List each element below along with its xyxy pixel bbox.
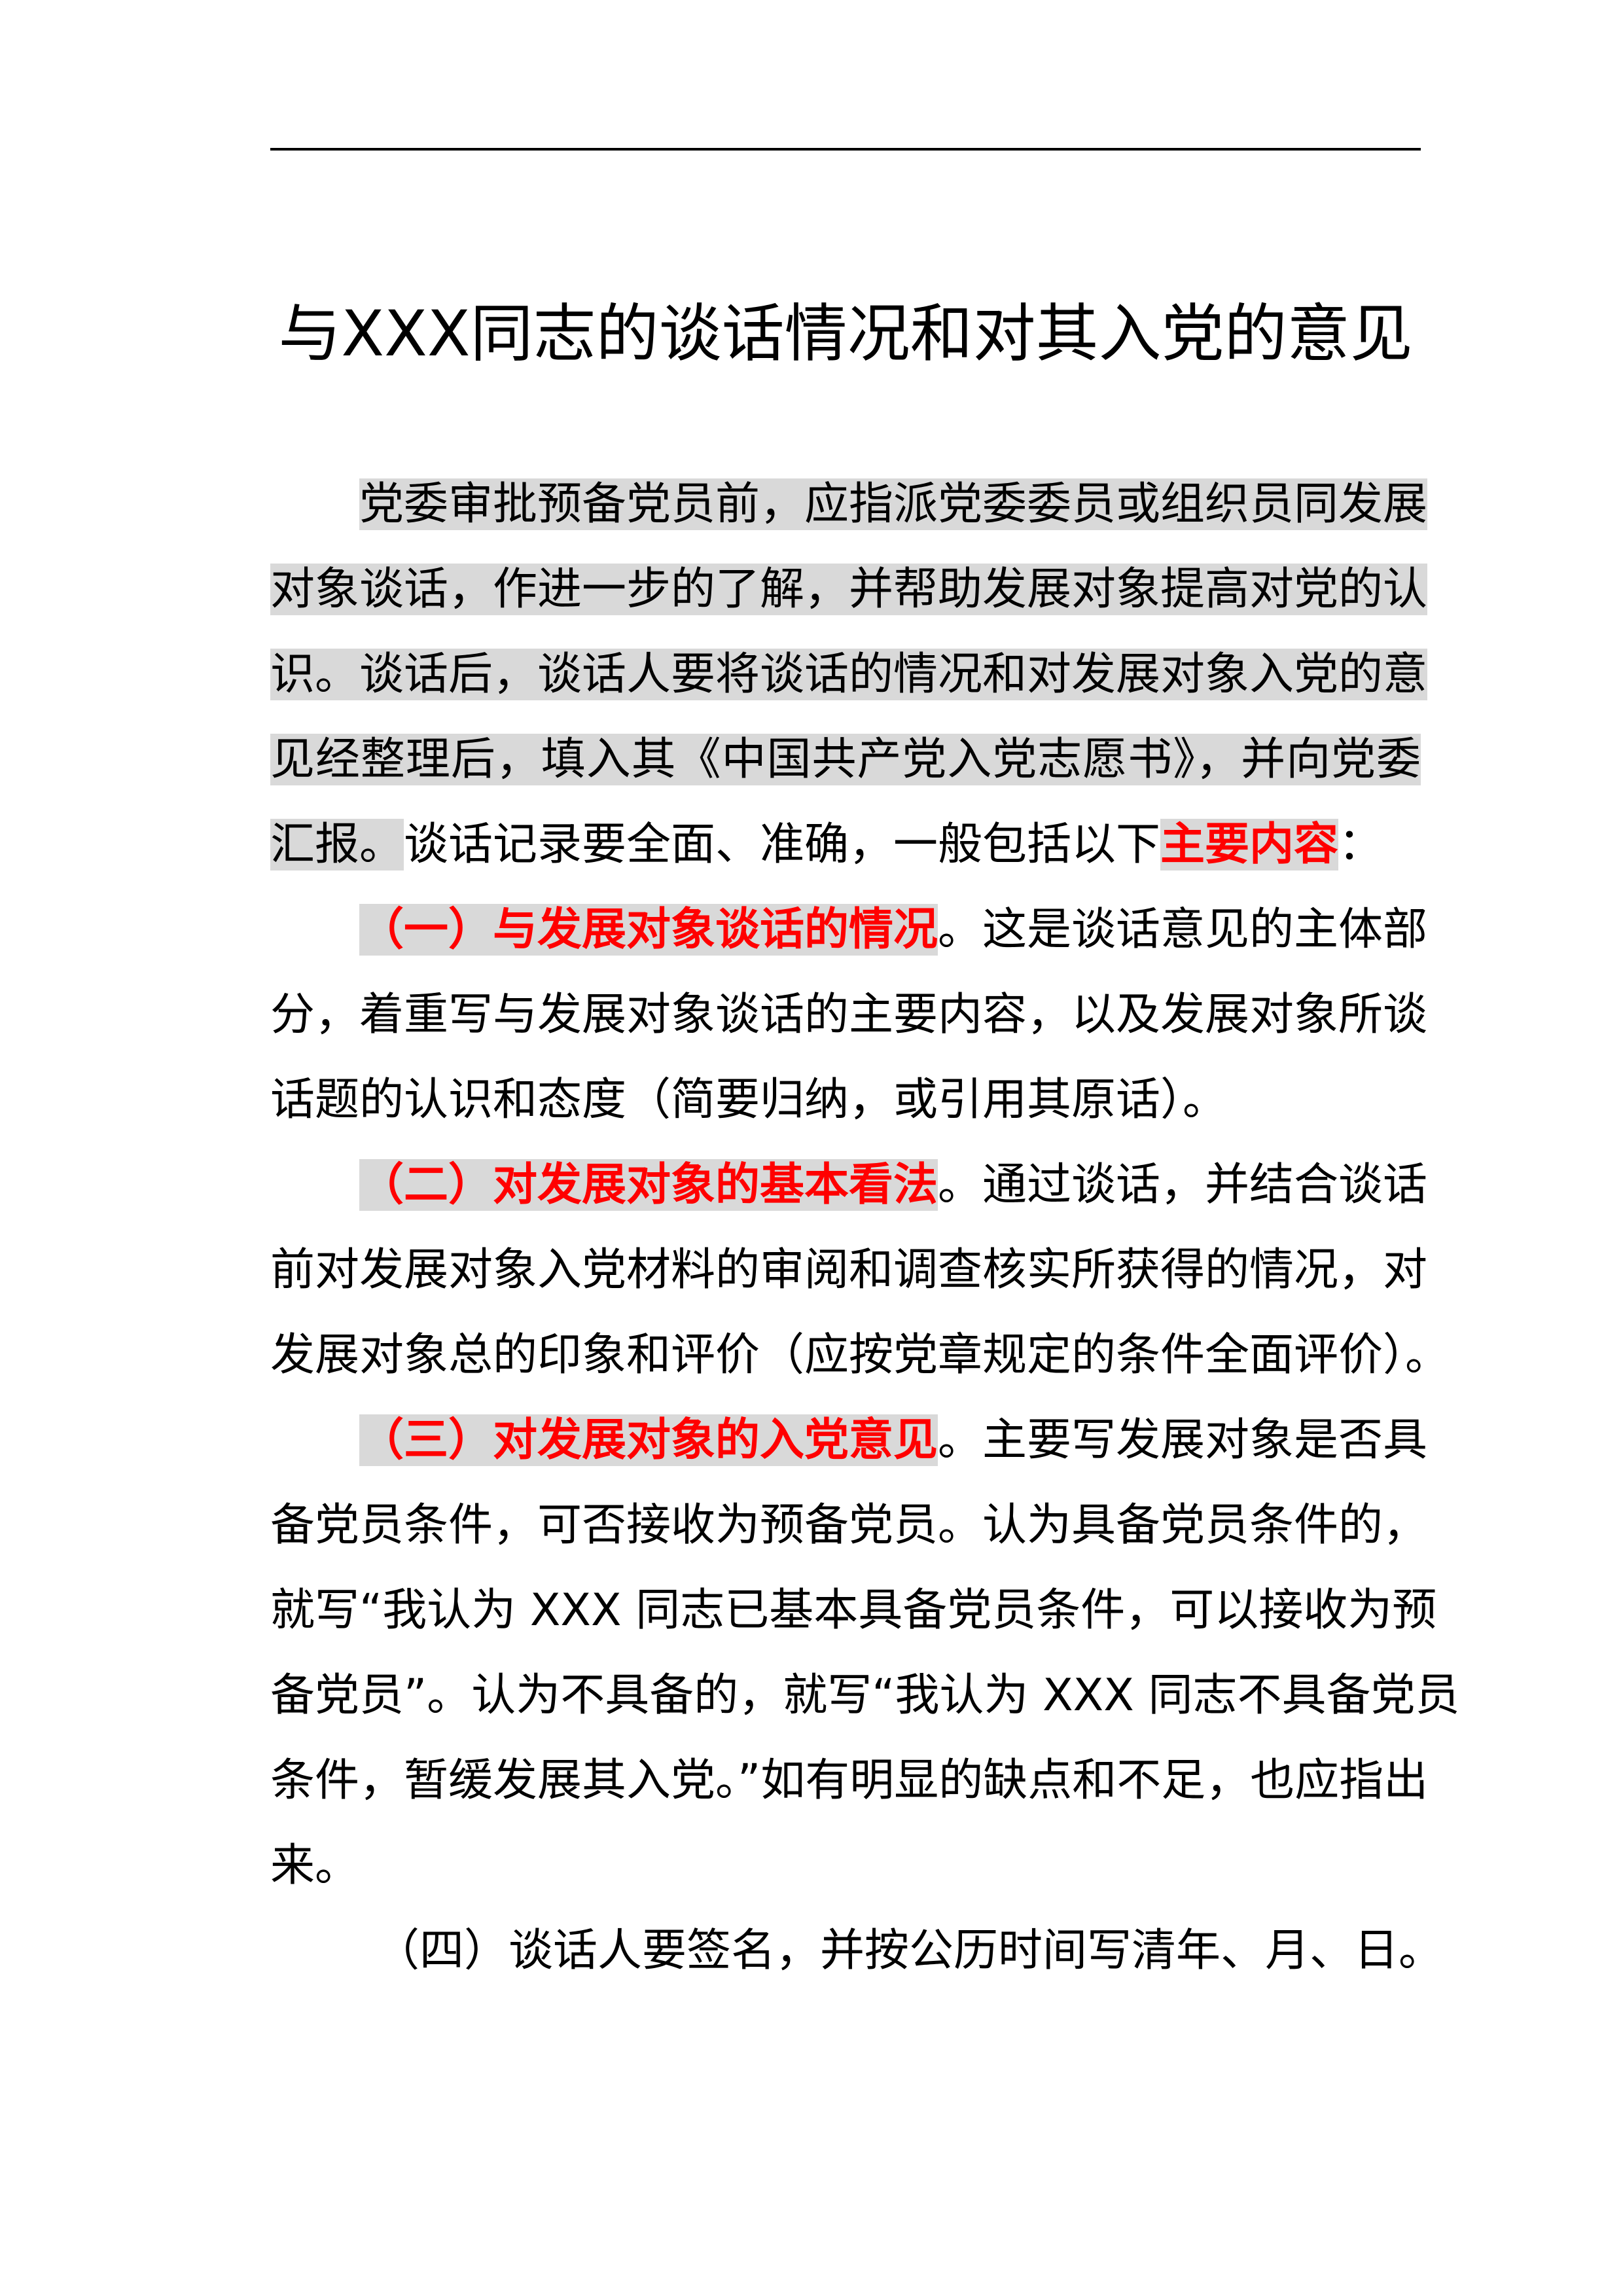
- text-line: 见经整理后，填入其《中国共产党入党志愿书》，并向党委: [270, 717, 1421, 802]
- text-line: 分，着重写与发展对象谈话的主要内容，以及发展对象所谈: [270, 973, 1427, 1058]
- text-line: 来。: [270, 1823, 1421, 1909]
- body-text: 。通过谈话，并结合谈话: [938, 1159, 1428, 1211]
- emphasized-heading: 主要内容: [1160, 819, 1339, 870]
- text-line: 发展对象总的印象和评价（应按党章规定的条件全面评价）。: [270, 1313, 1450, 1398]
- emphasized-heading: （三）对发展对象的入党意见: [359, 1414, 938, 1466]
- text-line: 备党员条件，可否接收为预备党员。认为具备党员条件的，: [270, 1483, 1427, 1568]
- body-text: 就写“我认为 XXX 同志已基本具备党员条件，可以接收为预: [270, 1585, 1437, 1636]
- body-text: 备党员条件，可否接收为预备党员。认为具备党员条件的，: [270, 1499, 1428, 1551]
- text-line: 话题的认识和态度（简要归纳，或引用其原话）。: [270, 1058, 1421, 1143]
- body-text: 前对发展对象入党材料的审阅和调查核实所获得的情况，对: [270, 1244, 1428, 1296]
- highlighted-text: 党委审批预备党员前，应指派党委委员或组织员同发展: [359, 478, 1428, 530]
- text-line: （四）谈话人要签名，并按公历时间写清年、月、日。: [270, 1909, 1443, 1994]
- body-text: 分，着重写与发展对象谈话的主要内容，以及发展对象所谈: [270, 989, 1428, 1041]
- body-text: ：: [1338, 819, 1383, 870]
- text-line: 党委审批预备党员前，应指派党委委员或组织员同发展: [270, 462, 1428, 547]
- highlighted-text: 汇报。: [270, 819, 404, 870]
- text-line: 汇报。谈话记录要全面、准确，一般包括以下主要内容：: [270, 802, 1421, 888]
- highlighted-text: 识。谈话后，谈话人要将谈话的情况和对发展对象入党的意: [270, 649, 1428, 700]
- header-rule: [270, 148, 1421, 151]
- text-line: 备党员”。认为不具备的，就写“我认为 XXX 同志不具备党员: [270, 1653, 1459, 1738]
- highlighted-text: 对象谈话，作进一步的了解，并帮助发展对象提高对党的认: [270, 564, 1428, 615]
- text-line: 前对发展对象入党材料的审阅和调查核实所获得的情况，对: [270, 1228, 1427, 1313]
- body-text: 。主要写发展对象是否具: [938, 1414, 1428, 1466]
- body-text: 谈话记录要全面、准确，一般包括以下: [404, 819, 1161, 870]
- text-line: 条件，暂缓发展其入党。”如有明显的缺点和不足，也应指出: [270, 1738, 1428, 1823]
- text-line: 就写“我认为 XXX 同志已基本具备党员条件，可以接收为预: [270, 1568, 1436, 1653]
- document-title: 与XXX同志的谈话情况和对其入党的意见: [278, 297, 1413, 370]
- text-line: 对象谈话，作进一步的了解，并帮助发展对象提高对党的认: [270, 547, 1428, 632]
- document-body: 党委审批预备党员前，应指派党委委员或组织员同发展对象谈话，作进一步的了解，并帮助…: [270, 462, 1459, 1994]
- text-line: 识。谈话后，谈话人要将谈话的情况和对发展对象入党的意: [270, 632, 1428, 717]
- body-text: 话题的认识和态度（简要归纳，或引用其原话）。: [270, 1074, 1228, 1126]
- text-line: （一）与发展对象谈话的情况。这是谈话意见的主体部: [270, 888, 1427, 973]
- body-text: 。这是谈话意见的主体部: [938, 904, 1428, 956]
- body-text: 条件，暂缓发展其入党。”如有明显的缺点和不足，也应指出: [270, 1755, 1429, 1806]
- body-text: （四）谈话人要签名，并按公历时间写清年、月、日。: [375, 1925, 1444, 1977]
- emphasized-heading: （一）与发展对象谈话的情况: [359, 904, 938, 956]
- body-text: 备党员”。认为不具备的，就写“我认为 XXX 同志不具备党员: [270, 1670, 1460, 1721]
- emphasized-heading: （二）对发展对象的基本看法: [359, 1159, 938, 1211]
- highlighted-text: 见经整理后，填入其《中国共产党入党志愿书》，并向党委: [270, 734, 1421, 785]
- body-text: 来。: [270, 1840, 360, 1892]
- text-line: （二）对发展对象的基本看法。通过谈话，并结合谈话: [270, 1143, 1427, 1228]
- body-text: 发展对象总的印象和评价（应按党章规定的条件全面评价）。: [270, 1329, 1450, 1381]
- text-line: （三）对发展对象的入党意见。主要写发展对象是否具: [270, 1398, 1427, 1483]
